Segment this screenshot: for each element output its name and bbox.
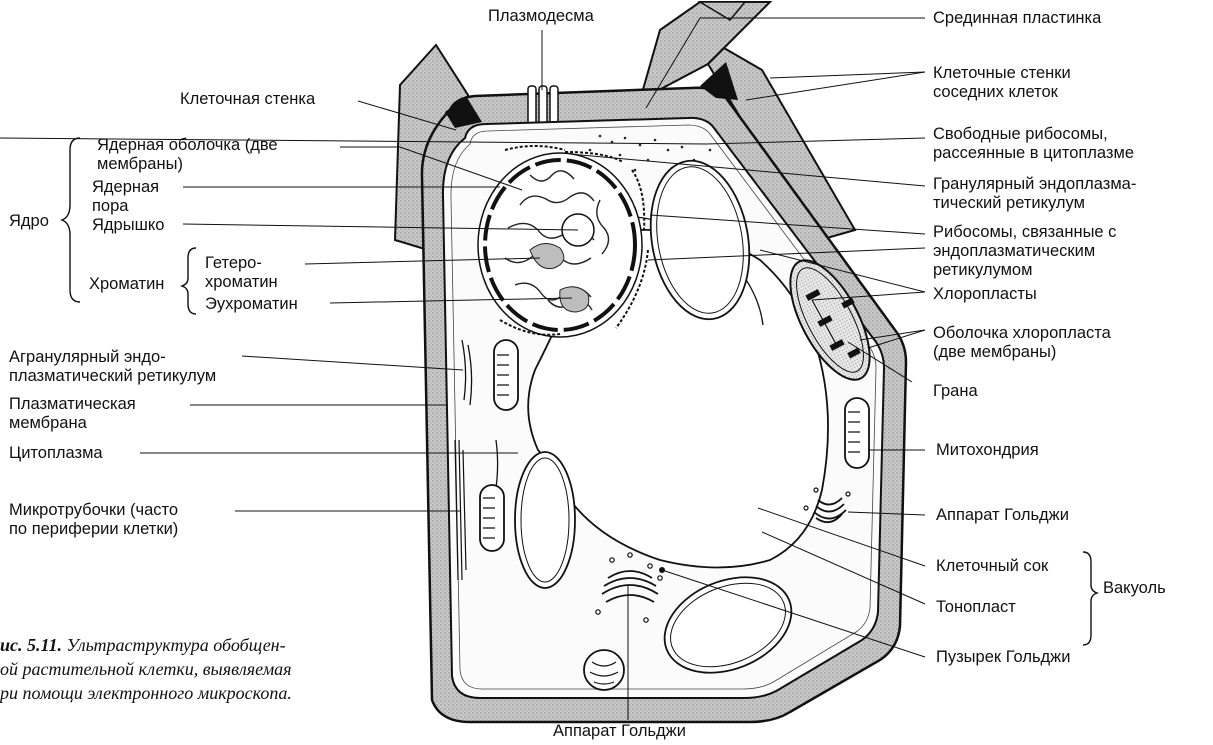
label-microtubules: Микротрубочки (часто по периферии клетки… xyxy=(9,501,178,539)
nucleus xyxy=(478,153,642,337)
label-chloroplasts: Хлоропласты xyxy=(933,285,1037,304)
label-neighbor-walls: Клеточные стенки соседних клеток xyxy=(933,64,1071,102)
figure-number: ис. 5.11. xyxy=(0,635,62,655)
label-plasma-membrane: Плазматическая мембрана xyxy=(9,395,136,433)
label-golgi-right: Аппарат Гольджи xyxy=(936,506,1069,525)
mitochondrion xyxy=(494,340,518,410)
label-nuclear-pore: Ядерная пора xyxy=(92,178,159,216)
label-mitochondrion: Митохондрия xyxy=(936,441,1039,460)
label-free-ribosomes: Свободные рибосомы, рассеянные в цитопла… xyxy=(933,125,1134,163)
label-grana: Грана xyxy=(933,382,978,401)
label-chromatin: Хроматин xyxy=(89,275,164,294)
label-nucleus: Ядро xyxy=(9,212,49,231)
mitochondrion xyxy=(584,650,624,690)
label-tonoplast: Тонопласт xyxy=(936,598,1016,617)
figure-caption: ис. 5.11. Ультраструктура обобщен- ой ра… xyxy=(0,633,250,705)
chloroplast xyxy=(515,452,575,588)
label-vacuole: Вакуоль xyxy=(1103,579,1166,598)
label-golgi-vesicle: Пузырек Гольджи xyxy=(936,648,1070,667)
label-euchromatin: Эухроматин xyxy=(205,295,298,314)
label-cell-sap: Клеточный сок xyxy=(936,557,1048,576)
label-nucleolus: Ядрышко xyxy=(92,216,164,235)
label-cytoplasm: Цитоплазма xyxy=(9,444,103,463)
mitochondrion xyxy=(480,485,504,551)
label-chloroplast-envelope: Оболочка хлоропласта (две мембраны) xyxy=(933,324,1111,362)
label-rough-er: Гранулярный эндоплазма- тический ретикул… xyxy=(933,175,1136,213)
label-cell-wall: Клеточная стенка xyxy=(180,90,315,109)
label-plasmodesma: Плазмодесма xyxy=(488,7,594,26)
label-heterochromatin: Гетеро- хроматин xyxy=(205,254,278,292)
mitochondrion xyxy=(845,398,869,468)
label-er-ribosomes: Рибосомы, связанные с эндоплазматическим… xyxy=(933,223,1116,280)
label-smooth-er: Агранулярный эндо- плазматический ретику… xyxy=(9,348,216,386)
label-golgi-bottom: Аппарат Гольджи xyxy=(553,722,686,741)
label-middle-lamella: Срединная пластинка xyxy=(933,9,1101,28)
label-nuclear-envelope: Ядерная оболочка (две мембраны) xyxy=(97,136,278,174)
